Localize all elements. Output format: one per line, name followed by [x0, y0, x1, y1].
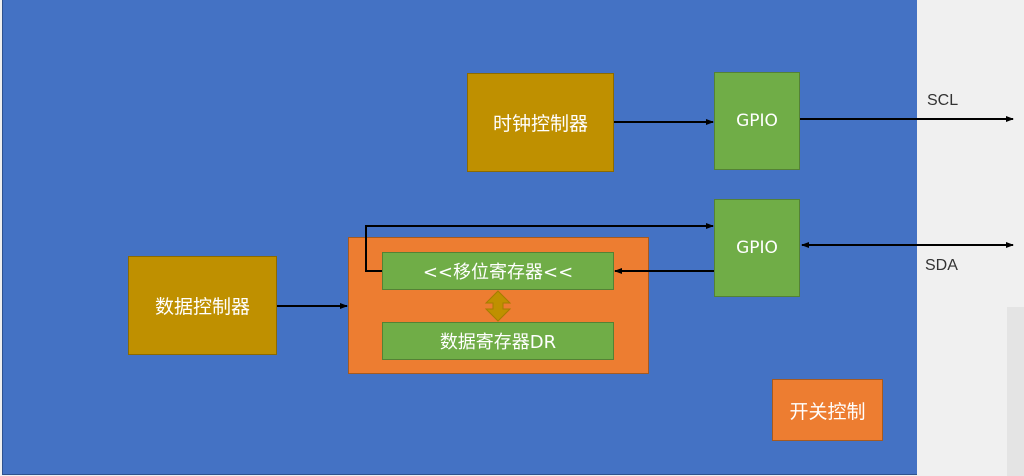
- gpio-sda-block: GPIO: [714, 199, 800, 297]
- data-register-label: 数据寄存器DR: [439, 332, 557, 353]
- gpio-scl-block: GPIO: [714, 72, 800, 170]
- shift-register-label: <<移位寄存器<<: [422, 262, 574, 283]
- clock-controller-label: 时钟控制器: [492, 113, 588, 135]
- switch-control-label: 开关控制: [789, 400, 866, 423]
- data-controller-block: 数据控制器: [128, 256, 277, 355]
- data-register-block: 数据寄存器DR: [382, 322, 614, 360]
- data-controller-label: 数据控制器: [154, 296, 250, 318]
- clock-controller-block: 时钟控制器: [467, 73, 614, 172]
- scl-label: SCL: [927, 92, 959, 109]
- sda-label: SDA: [925, 257, 958, 274]
- shift-register-block: <<移位寄存器<<: [382, 252, 614, 290]
- side-strip: [1007, 307, 1024, 476]
- gpio-scl-label: GPIO: [736, 111, 778, 131]
- gpio-sda-label: GPIO: [736, 238, 778, 258]
- switch-control-block: 开关控制: [772, 379, 883, 441]
